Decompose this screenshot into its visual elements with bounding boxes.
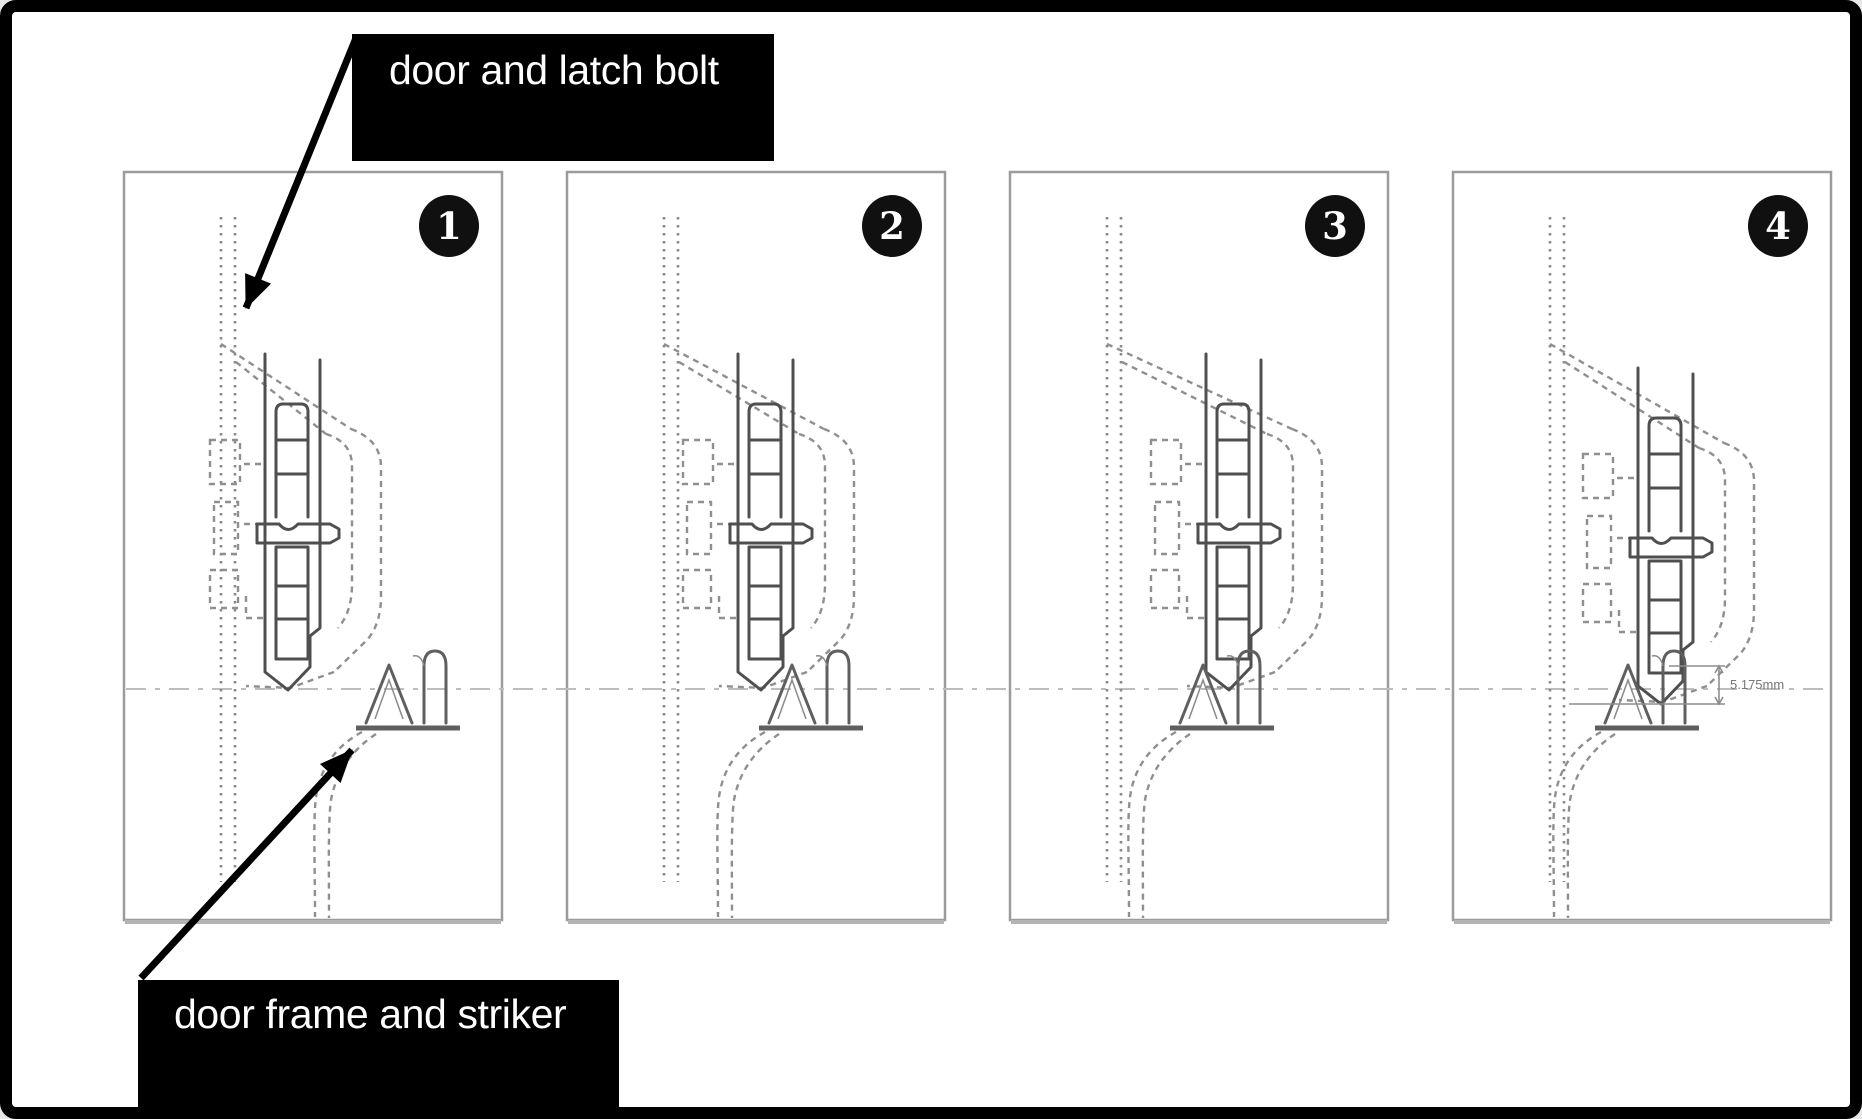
panel-2-number: 2	[879, 204, 905, 248]
panel-3-frame	[1008, 170, 1390, 922]
panel-1-number: 1	[436, 204, 462, 248]
panel-1-frame	[122, 170, 504, 922]
label-door-and-latch-bolt-text: door and latch bolt	[389, 47, 719, 93]
panel-4-number: 4	[1765, 204, 1791, 248]
panel-3-number: 3	[1322, 204, 1348, 248]
arrow-door-latch-bolt	[242, 36, 360, 310]
label-door-frame-and-striker-text: door frame and striker	[174, 991, 567, 1037]
dimension-value: 5.175mm	[1730, 677, 1784, 692]
label-door-frame-and-striker: door frame and striker	[138, 980, 619, 1107]
dimension-annotation: 5.175mm	[1569, 664, 1784, 706]
panel-frames	[122, 170, 1833, 924]
panel-3-badge: 3	[1305, 195, 1365, 257]
panel-2-badge: 2	[862, 195, 922, 257]
panel-1-badge: 1	[419, 195, 479, 257]
arrow-door-frame-striker	[138, 747, 355, 981]
label-door-and-latch-bolt: door and latch bolt	[352, 34, 774, 161]
panel-4-drawing: 5.175mm	[1548, 215, 1784, 918]
diagram-canvas: 5.175mm 1 2 3 4	[122, 36, 1833, 981]
panel-4-frame	[1451, 170, 1833, 922]
panel-3-drawing	[1105, 215, 1324, 918]
panel-1-drawing	[208, 215, 460, 918]
panel-4-badge: 4	[1748, 195, 1808, 257]
panel-2-drawing	[662, 215, 863, 918]
